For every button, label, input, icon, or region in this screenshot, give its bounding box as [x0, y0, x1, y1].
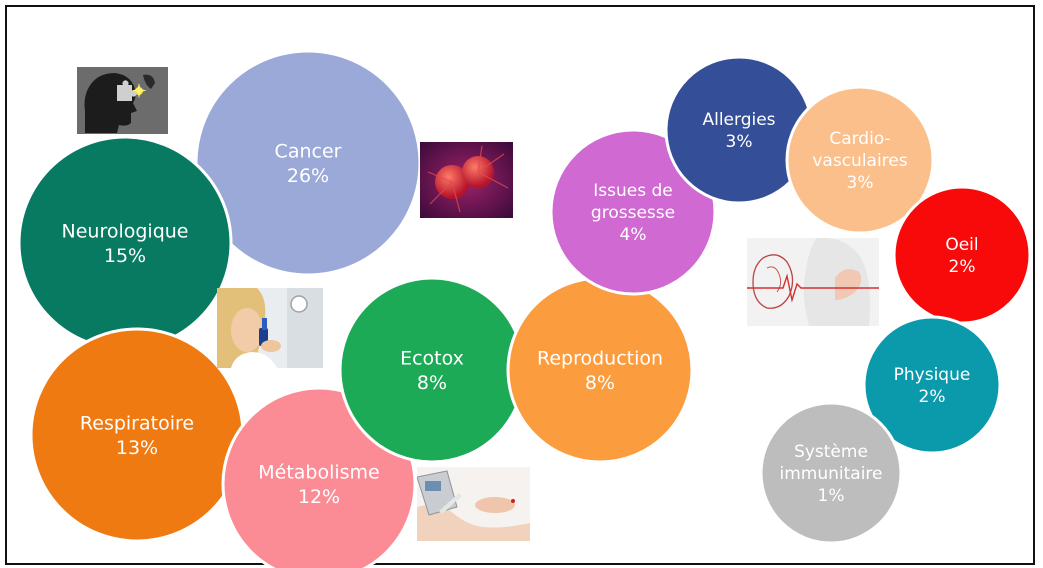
bubble-category-label: vasculaires — [812, 151, 907, 171]
bubble-circle — [17, 135, 233, 351]
bubble-value-label: 3% — [726, 132, 753, 152]
bubble-value-label: 13% — [116, 437, 158, 459]
bubble-value-label: 15% — [104, 245, 146, 267]
bubble-4: Ecotox 8% — [338, 276, 526, 464]
bubble-value-label: 8% — [585, 372, 615, 394]
glucose-meter-photo — [417, 467, 530, 541]
bubble-category-label: immunitaire — [780, 464, 883, 484]
bubble-value-label: 2% — [919, 387, 946, 407]
bubble-category-label: Cancer — [275, 140, 342, 162]
bubble-category-label: Neurologique — [62, 220, 189, 242]
bubble-circle — [892, 185, 1032, 325]
cancer-cells-photo — [420, 142, 513, 218]
bubble-circle — [785, 85, 935, 235]
bubble-1: Neurologique 15% — [17, 135, 233, 351]
asthma-inhaler-photo — [217, 288, 323, 368]
bubble-category-label: Cardio- — [829, 129, 890, 149]
bubble-circle — [549, 128, 717, 296]
bubble-circle — [862, 315, 1002, 455]
bubble-value-label: 26% — [287, 165, 329, 187]
bubble-circle — [506, 276, 694, 464]
bubble-value-label: 8% — [417, 372, 447, 394]
bubble-circle — [29, 327, 245, 543]
bubble-category-label: grossesse — [591, 203, 675, 223]
bubble-value-label: 12% — [298, 486, 340, 508]
bubble-category-label: Métabolisme — [258, 461, 380, 483]
brain-puzzle-photo — [77, 67, 168, 134]
bubble-value-label: 1% — [818, 486, 845, 506]
bubble-category-label: Oeil — [945, 235, 978, 255]
bubble-category-label: Ecotox — [400, 347, 464, 369]
bubble-category-label: Système — [794, 442, 868, 462]
bubble-circle — [338, 276, 526, 464]
bubble-category-label: Issues de — [593, 181, 672, 201]
bubble-category-label: Physique — [894, 365, 971, 385]
bubble-value-label: 4% — [620, 225, 647, 245]
bubble-category-label: Reproduction — [537, 347, 663, 369]
bubble-circle — [759, 401, 903, 545]
bubble-2: Respiratoire 13% — [29, 327, 245, 543]
bubble-category-label: Respiratoire — [80, 412, 194, 434]
bubble-category-label: Allergies — [702, 110, 775, 130]
heart-ecg-photo — [747, 238, 879, 326]
bubble-value-label: 2% — [949, 257, 976, 277]
bubble-5: Reproduction 8% — [506, 276, 694, 464]
bubble-value-label: 3% — [847, 173, 874, 193]
